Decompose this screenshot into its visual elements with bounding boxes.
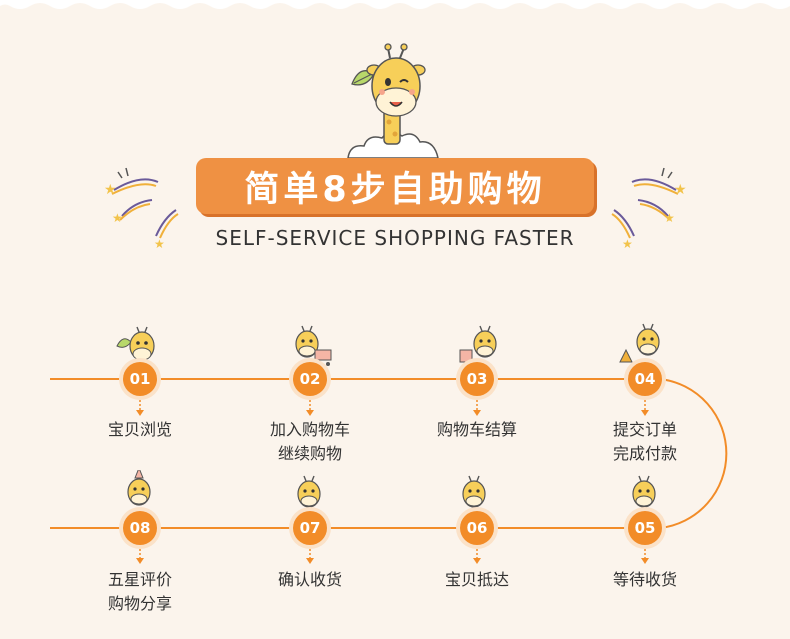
- step-label: 等待收货: [580, 568, 710, 592]
- step-label-line1: 宝贝抵达: [412, 568, 542, 592]
- step-label-line1: 购物车结算: [412, 418, 542, 442]
- step-label-line1: 五星评价: [75, 568, 205, 592]
- giraffe-party-icon: [117, 470, 163, 516]
- step-label: 提交订单 完成付款: [580, 418, 710, 466]
- step-number-badge: 01: [123, 362, 157, 396]
- step-label-line2: 完成付款: [580, 442, 710, 466]
- step-label-line2: 购物分享: [75, 592, 205, 616]
- step-label-line1: 宝贝浏览: [75, 418, 205, 442]
- step-label: 加入购物车 继续购物: [245, 418, 375, 466]
- step-label: 宝贝浏览: [75, 418, 205, 442]
- step-label-line1: 加入购物车: [245, 418, 375, 442]
- step-label: 宝贝抵达: [412, 568, 542, 592]
- step-label-line2: 继续购物: [245, 442, 375, 466]
- step-number-badge: 04: [628, 362, 662, 396]
- step-label-line1: 等待收货: [580, 568, 710, 592]
- step-number-badge: 05: [628, 511, 662, 545]
- step-number-badge: 02: [293, 362, 327, 396]
- giraffe-payment-icon: [618, 322, 664, 368]
- step-label-line1: 确认收货: [245, 568, 375, 592]
- step-label: 五星评价 购物分享: [75, 568, 205, 616]
- step-number-badge: 08: [123, 511, 157, 545]
- step-number-badge: 03: [460, 362, 494, 396]
- step-number-badge: 06: [460, 511, 494, 545]
- step-number-badge: 07: [293, 511, 327, 545]
- step-label: 购物车结算: [412, 418, 542, 442]
- step-label-line1: 提交订单: [580, 418, 710, 442]
- step-label: 确认收货: [245, 568, 375, 592]
